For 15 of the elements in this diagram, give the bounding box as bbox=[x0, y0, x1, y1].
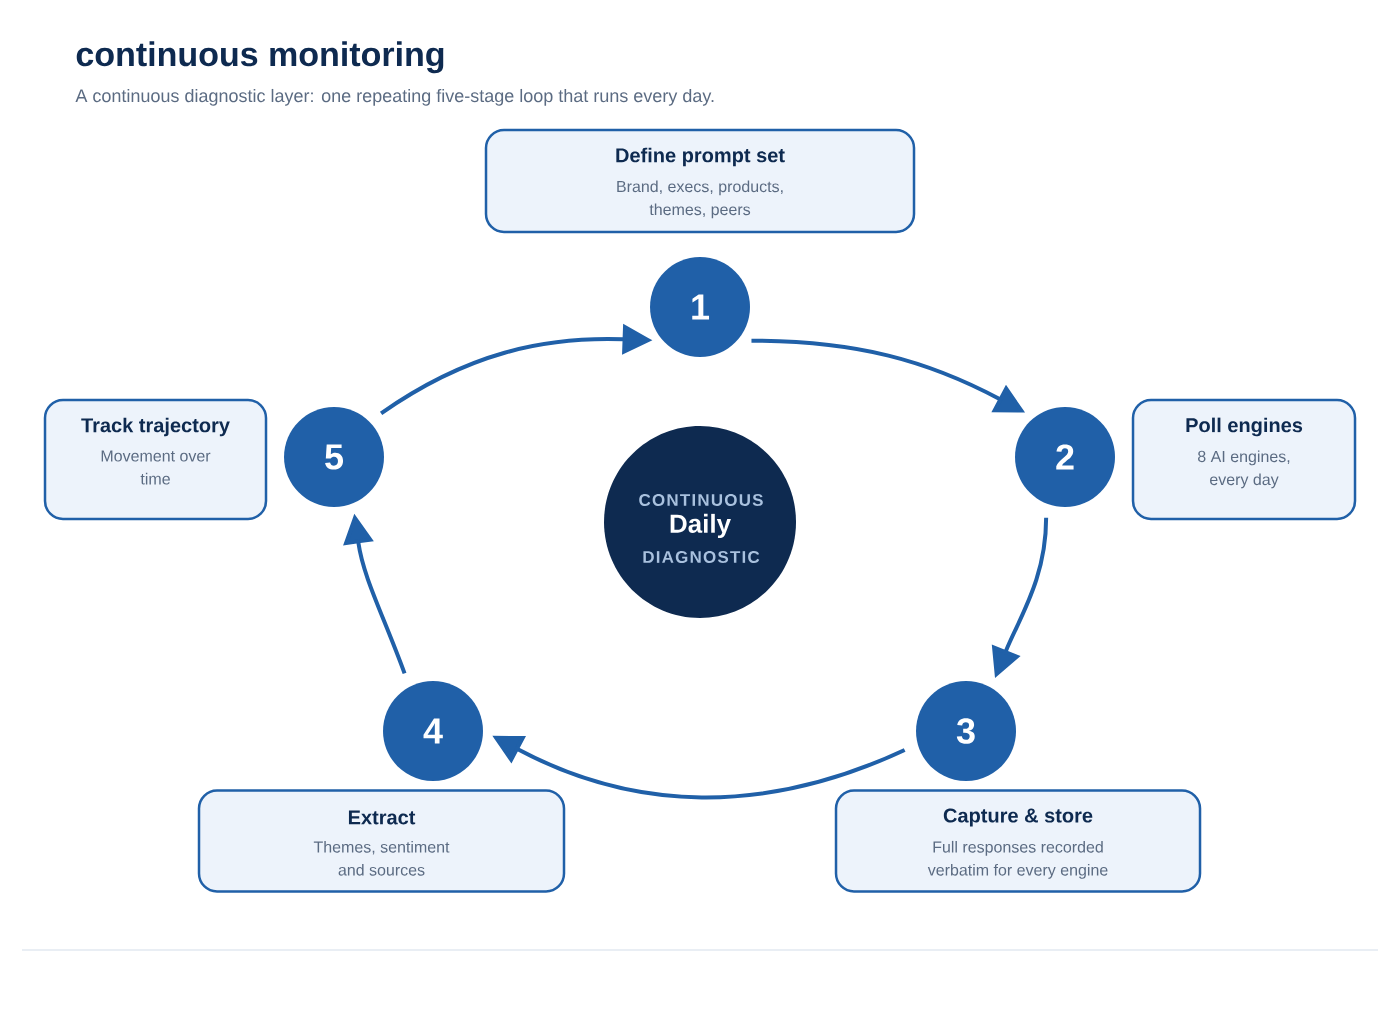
step-title: Poll engines bbox=[1186, 417, 1303, 437]
step-title: Define prompt set bbox=[616, 147, 785, 167]
hub-title: Daily bbox=[670, 513, 731, 539]
step-description: Full responses recorded verbatim for every engine bbox=[927, 840, 1108, 879]
hub-caption: CONTINUOUS bbox=[639, 494, 763, 506]
step-description: Brand, execs, products, themes, peers bbox=[617, 180, 783, 219]
step-title: Capture & store bbox=[943, 808, 1093, 827]
step-description: Movement over time bbox=[101, 450, 211, 485]
subtitle: A continuous diagnostic layer: one repeating five-stage loop that runs every day. bbox=[75, 88, 714, 106]
title: continuous monitoring bbox=[76, 41, 444, 74]
step-title: Extract bbox=[348, 810, 416, 825]
hub-caption: DIAGNOSTIC bbox=[643, 551, 760, 563]
step-description: Themes, sentiment and sources bbox=[313, 840, 450, 876]
step-description: 8 AI engines, every day bbox=[1198, 450, 1290, 489]
step-title: Track trajectory bbox=[81, 417, 230, 437]
